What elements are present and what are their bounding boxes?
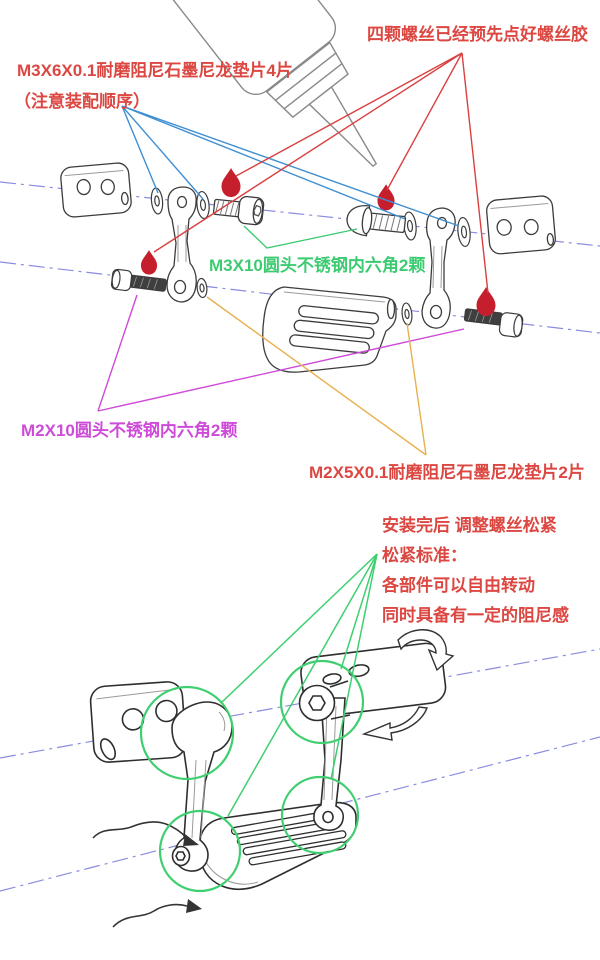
label-m3-washers: M3X6X0.1耐磨阻尼石墨尼龙垫片4片 [17, 61, 293, 80]
leader-lines-red-glued-screws [153, 52, 489, 294]
adjust-note-line-4: 同时具备有一定的阻尼感 [382, 606, 569, 625]
pedal-plate [262, 286, 397, 373]
leader-lines-orange-m2-washers [206, 296, 427, 456]
arrow-top-right [397, 629, 455, 672]
assembled-right-arm [313, 697, 346, 831]
leader-lines-green-m3-screws [243, 225, 358, 249]
label-m2-washers: M2X5X0.1耐磨阻尼石墨尼龙垫片2片 [309, 463, 585, 482]
rotation-arrows [361, 629, 455, 741]
joint-highlight-circles [139, 659, 365, 893]
label-m2-screws: M2X10圆头不锈钢内六角2颗 [21, 421, 238, 440]
assembled-left-block [89, 681, 187, 763]
leader-lines-magenta-m2-screws [97, 294, 465, 412]
assembled-screw-head [298, 680, 351, 722]
label-m3-screws: M3X10圆头不锈钢内六角2颗 [209, 256, 426, 275]
m3-screw-left [212, 195, 265, 226]
glue-bottle-nozzle [308, 85, 378, 168]
leader-lines-green-joints [220, 553, 378, 817]
label-adjust-note: 安装完后 调整螺丝松紧 松紧标准： 各部件可以自由转动 同时具备有一定的阻尼感 [382, 511, 569, 631]
adjust-note-line-3: 各部件可以自由转动 [382, 576, 535, 595]
left-link-arm [166, 186, 197, 303]
right-link-arm [421, 207, 456, 329]
right-block [486, 195, 556, 255]
adjust-note-line-2: 松紧标准： [382, 546, 467, 565]
swoosh-arrows [92, 821, 202, 928]
adjust-note-line-1: 安装完后 调整螺丝松紧 [382, 516, 557, 535]
label-pre-glued-screws: 四颗螺丝已经预先点好螺丝胶 [367, 25, 588, 44]
exploded-view [0, 0, 600, 456]
assembled-view [0, 553, 600, 928]
assembled-left-arm [171, 701, 233, 872]
glue-bottle [131, 0, 378, 168]
left-block [60, 162, 132, 218]
m3-screw-right [346, 205, 407, 237]
glue-drop-icons [140, 168, 496, 316]
m2-washers [196, 277, 413, 326]
leader-lines-blue-washers [121, 105, 460, 227]
arrow-right-middle [361, 706, 428, 741]
label-assembly-order-note: （注意装配顺序） [14, 92, 150, 111]
m2-screw-left [110, 268, 167, 292]
